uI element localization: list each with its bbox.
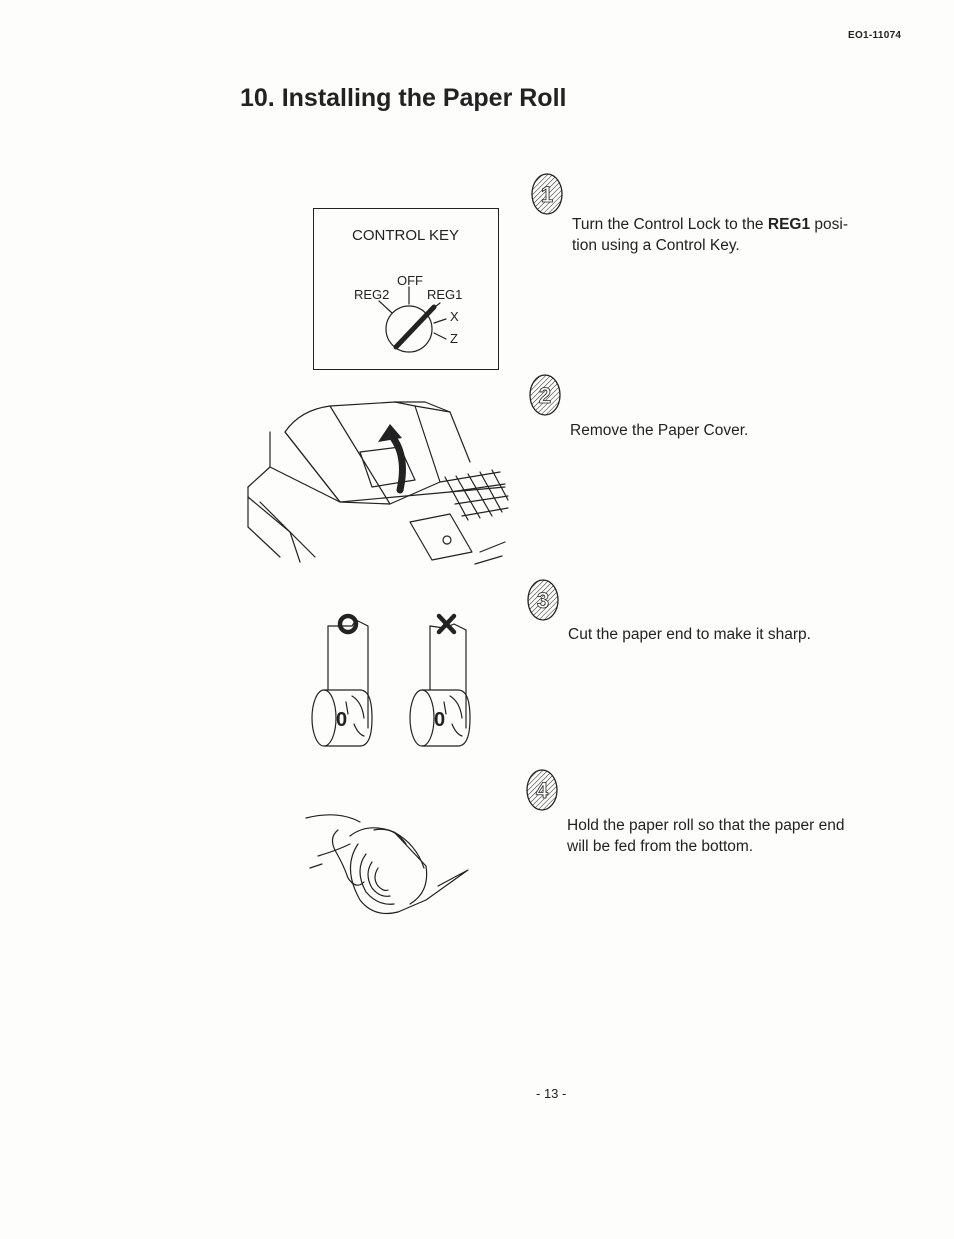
svg-text:0: 0 — [434, 709, 445, 731]
hand-holding-roll-illustration — [305, 814, 469, 915]
step-3-badge-icon: 3 — [527, 579, 559, 621]
reg1-label: REG1 — [427, 287, 463, 302]
svg-text:1: 1 — [541, 182, 553, 207]
step-1-badge-icon: 1 — [531, 173, 563, 215]
step-4-text: Hold the paper roll so that the paper en… — [567, 817, 845, 855]
step-2-badge-icon: 2 — [529, 374, 561, 416]
step-4-badge-icon: 4 — [526, 769, 558, 811]
svg-text:3: 3 — [537, 588, 549, 613]
z-label: Z — [450, 331, 458, 346]
page-number: - 13 - — [536, 1086, 567, 1101]
step-3-text: Cut the paper end to make it sharp. — [568, 626, 811, 643]
document-code: EO1-11074 — [848, 30, 902, 41]
svg-text:0: 0 — [336, 709, 347, 731]
control-lock-dial-icon — [378, 286, 447, 353]
control-key-title: CONTROL KEY — [352, 227, 459, 244]
register-paper-cover-illustration — [247, 401, 509, 565]
page-title: 10. Installing the Paper Roll — [240, 84, 567, 112]
svg-text:2: 2 — [539, 383, 551, 408]
x-label: X — [450, 309, 459, 324]
off-label: OFF — [397, 273, 423, 288]
correct-mark-icon — [337, 613, 359, 635]
incorrect-mark-icon — [436, 613, 457, 635]
step-1-text: Turn the Control Lock to the REG1 posi- … — [572, 216, 848, 254]
paper-end-comparison-illustration: 0 0 — [311, 613, 471, 747]
step-2-text: Remove the Paper Cover. — [570, 422, 749, 439]
control-key-diagram: CONTROL KEY OFF REG2 REG1 X Z — [313, 208, 499, 370]
reg2-label: REG2 — [354, 287, 390, 302]
svg-text:4: 4 — [536, 778, 549, 803]
